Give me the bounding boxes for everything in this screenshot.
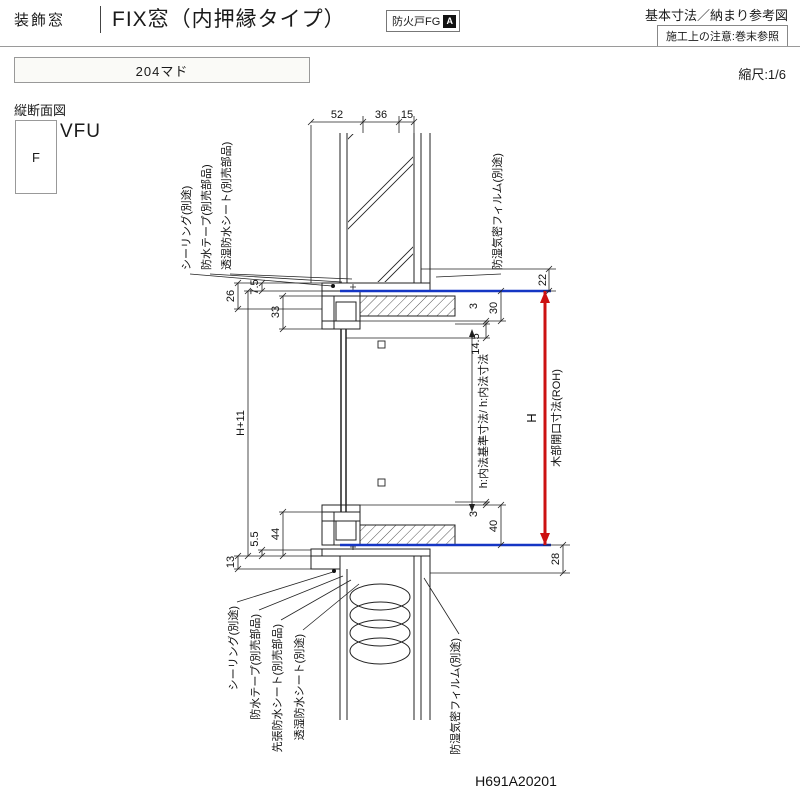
dim-left-44: 44 <box>270 528 282 540</box>
upper-wall <box>339 133 431 283</box>
screw-icon <box>350 284 356 290</box>
scale-label: 縮尺:1/6 <box>738 67 786 82</box>
model-label: VFU <box>60 121 101 142</box>
glazing-clip-icon <box>377 478 386 487</box>
dim-right-30: 30 <box>488 302 500 314</box>
reference-lines <box>340 289 551 547</box>
opening-dimension <box>540 291 550 545</box>
dim-left-7-5: 7.5 <box>249 279 261 294</box>
dim-top-36: 36 <box>375 109 387 121</box>
fire-badge-label: 防火戸FG <box>392 16 441 28</box>
fire-rating-badge: 防火戸FG A <box>386 10 461 32</box>
label-waterproof-tape-bottom: 防水テープ(別売部品) <box>248 614 262 720</box>
dim-right-3b: 3 <box>468 511 480 517</box>
sealant-dot-icon <box>331 284 335 288</box>
label-vapor-film-top: 防湿気密フィルム(別途) <box>490 153 504 270</box>
dimension-lines <box>234 116 570 577</box>
sill-frame <box>310 504 456 573</box>
glass-pane <box>340 329 386 512</box>
dim-top-15: 15 <box>401 109 413 121</box>
dim-left-13: 13 <box>225 556 237 568</box>
dim-right-3a: 3 <box>468 303 480 309</box>
glazing-clip-icon <box>377 340 386 349</box>
label-vapor-film-bottom: 防湿気密フィルム(別途) <box>448 638 462 755</box>
drawing-code: H691A20201 <box>475 773 557 789</box>
label-waterproof-tape-top: 防水テープ(別売部品) <box>199 164 213 270</box>
title-divider <box>100 6 101 33</box>
dim-top-52: 52 <box>331 109 343 121</box>
dim-left-5-5: 5.5 <box>249 531 261 546</box>
section-view-label: 縦断面図 <box>14 103 67 118</box>
label-breathable-sheet-top: 透湿防水シート(別売部品) <box>219 142 233 270</box>
page-title: FIX窓（内押縁タイプ） <box>112 8 346 31</box>
insulation-coil-icon <box>349 583 411 665</box>
label-sealing-bottom: シーリング(別途) <box>226 606 240 690</box>
leader-lines <box>189 273 502 635</box>
product-size-box: 204マド <box>14 57 310 83</box>
dim-H: H <box>524 413 539 422</box>
wood-hatch <box>348 134 413 282</box>
reference-title: 基本寸法／納まり参考図 <box>644 8 788 23</box>
dimension-texts: 52 36 15 26 7.5 33 H+11 5.5 44 13 3 30 1… <box>225 109 563 568</box>
fire-badge-mark-icon: A <box>443 14 457 28</box>
dim-right-28: 28 <box>550 553 562 565</box>
dim-left-33: 33 <box>270 306 282 318</box>
section-mark-box: F <box>15 120 57 194</box>
dim-right-40: 40 <box>488 520 500 532</box>
category-label: 装飾窓 <box>14 12 66 29</box>
label-breathable-sheet-bottom: 透湿防水シート(別途) <box>292 634 306 740</box>
header-rule <box>0 46 800 47</box>
label-roh: 木部開口寸法(ROH) <box>549 369 563 467</box>
dim-left-26: 26 <box>225 290 237 302</box>
label-sealing-top: シーリング(別途) <box>179 186 193 270</box>
dim-right-22: 22 <box>537 274 549 286</box>
label-inner-height: h:内法基準寸法/ h:内法寸法 <box>476 354 490 488</box>
dim-left-h11: H+11 <box>235 410 247 436</box>
dim-right-14-5: 14.5 <box>470 333 482 354</box>
label-pre-applied-sheet-bottom: 先張防水シート(別売部品) <box>270 624 284 752</box>
part-labels: シーリング(別途) 防水テープ(別売部品) 透湿防水シート(別売部品) 防湿気密… <box>179 142 504 755</box>
lower-wall <box>339 556 431 720</box>
